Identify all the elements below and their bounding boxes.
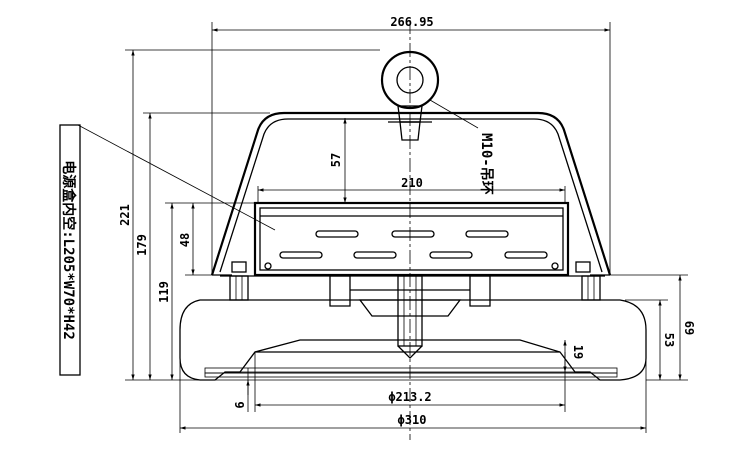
eyebolt [380,50,440,141]
power-box [253,201,570,277]
heatsink-base [179,299,647,381]
power-box-label-frame [59,124,81,376]
dim-height-119: 119 [157,281,171,303]
eyebolt-leader [429,99,479,129]
dim-height-69: 69 [682,321,696,335]
dim-height-53: 53 [662,333,676,347]
cover-dome [210,111,612,276]
center-hub [329,275,491,359]
eyebolt-label: M10-吊环 [478,133,494,195]
power-box-slots [279,230,548,259]
dim-height-48: 48 [178,233,192,247]
dim-height-221: 221 [118,204,132,226]
standoffs [220,275,605,301]
dim-height-19: 19 [571,345,585,359]
dimension-lines [125,22,688,433]
power-box-leader [77,124,276,231]
power-box-label: 电源盒内空:L205*W70*H42 [60,160,77,340]
dim-thickness-6: 6 [233,401,247,408]
dim-diameter-213: ϕ213.2 [388,390,431,404]
dim-height-57: 57 [329,153,343,167]
dim-diameter-310: ϕ310 [398,413,427,427]
dim-height-179: 179 [135,234,149,256]
dim-overall-width: 266.95 [390,15,433,29]
dim-inner-width: 210 [401,176,423,190]
